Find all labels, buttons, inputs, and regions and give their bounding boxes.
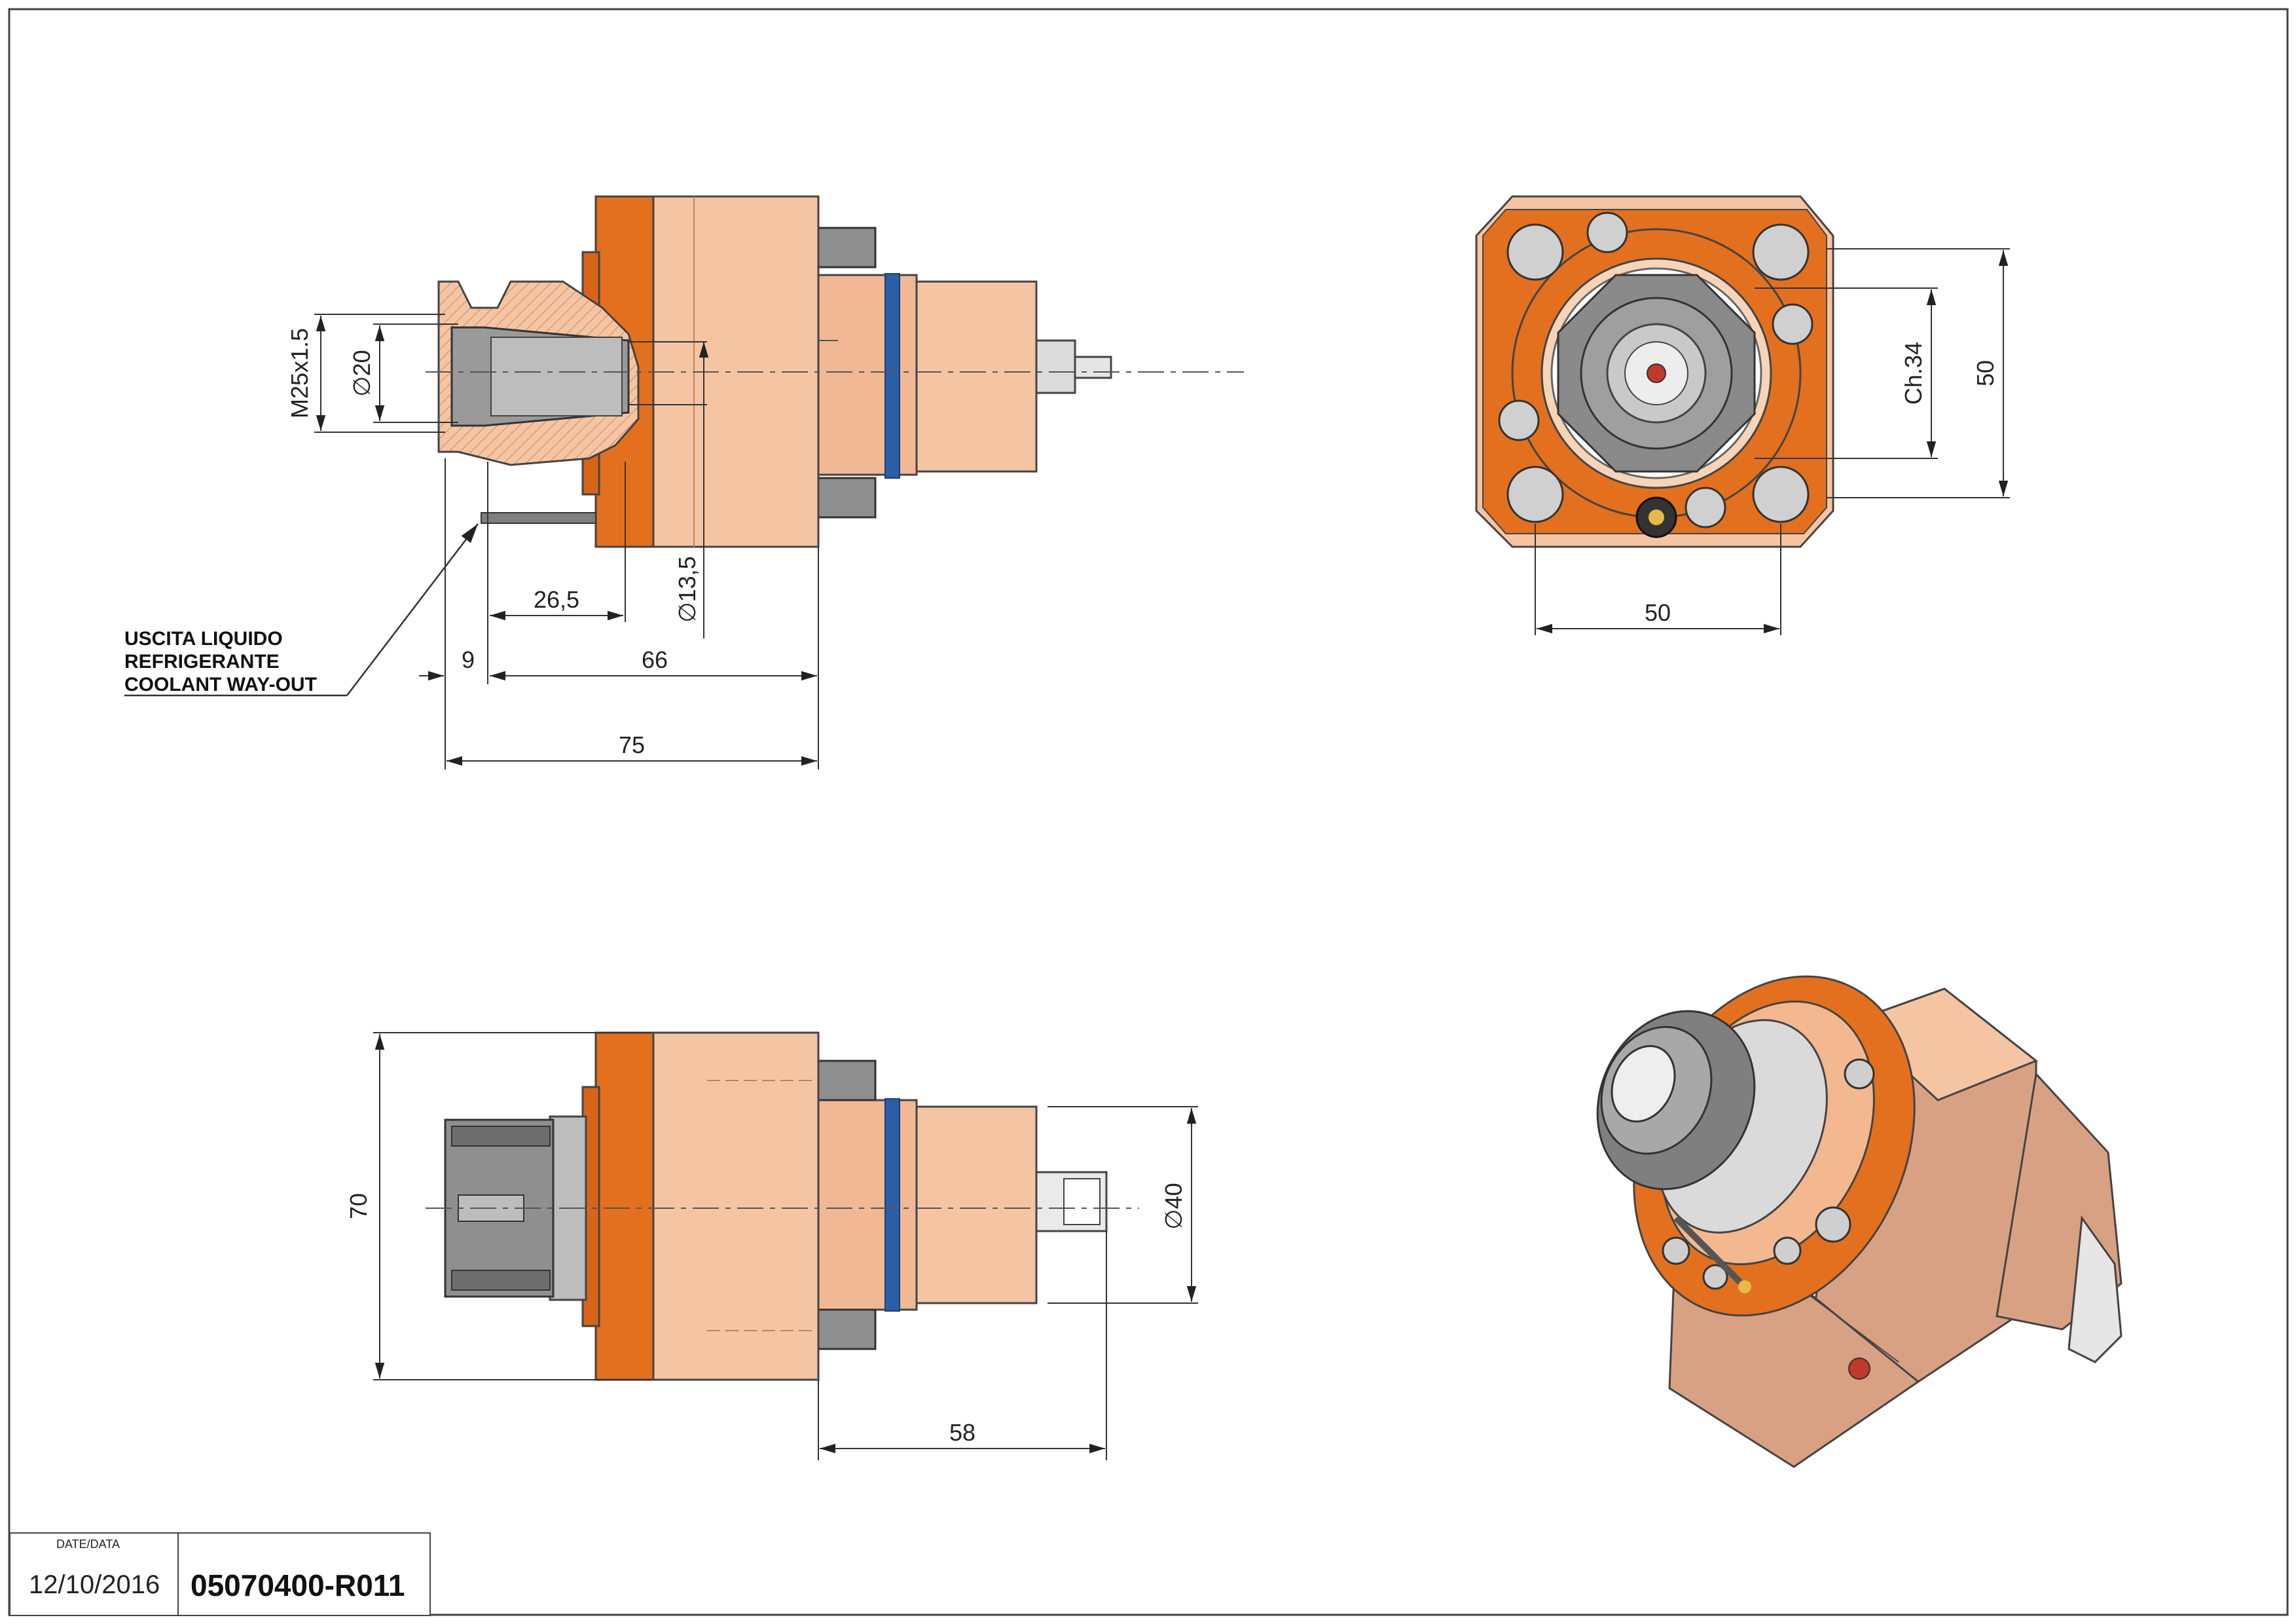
spindle-collar	[817, 274, 918, 476]
dim-front-w50: 50	[1645, 599, 1671, 626]
title-block: DATE/DATA 12/10/2016 05070400-R011	[9, 1532, 431, 1616]
side-view: 70 ∅40 58	[345, 1031, 1198, 1460]
dim-d13-5: ∅13,5	[674, 556, 701, 622]
side-o-ring	[884, 1098, 900, 1312]
coolant-label-en: COOLANT WAY-OUT	[124, 674, 317, 695]
bolt-top	[814, 227, 877, 268]
side-main-body	[650, 1031, 820, 1381]
shaft-rear	[1033, 339, 1076, 394]
dim-66: 66	[642, 646, 668, 673]
dim-26-5: 26,5	[534, 586, 579, 613]
front-view: Ch.34 50 50	[1475, 195, 2010, 635]
dim-9: 9	[462, 646, 475, 673]
dim-d20: ∅20	[348, 350, 375, 396]
top-left-view: M25x1.5 ∅20 ∅13,5 26,5 9 66 75 USCITA LI…	[124, 195, 1244, 769]
dim-front-h50: 50	[1972, 360, 1999, 386]
o-ring	[884, 273, 900, 479]
coolant-leader	[346, 523, 479, 696]
dim-side-58: 58	[949, 1419, 975, 1446]
dim-ch34: Ch.34	[1900, 342, 1927, 405]
collet-inner	[490, 337, 623, 416]
sheet-border	[8, 8, 2289, 1616]
date-label: DATE/DATA	[56, 1538, 120, 1551]
isometric-view	[1596, 975, 2123, 1468]
bolt-bottom	[814, 477, 877, 519]
shaft-tip	[1074, 356, 1112, 379]
coolant-label-it-2: REFRIGERANTE	[124, 651, 280, 673]
front-bolts	[1498, 212, 1813, 528]
dim-side-h70: 70	[345, 1193, 372, 1219]
dim-75: 75	[619, 731, 645, 758]
drawing-code: 05070400-R011	[191, 1568, 405, 1602]
coolant-label-it-1: USCITA LIQUIDO	[124, 628, 283, 650]
coolant-tube	[481, 512, 596, 524]
date-value: 12/10/2016	[29, 1570, 160, 1599]
dim-thread: M25x1.5	[286, 328, 313, 418]
front-center-hole	[1647, 363, 1666, 383]
side-flange	[594, 1031, 655, 1381]
dim-side-d40: ∅40	[1160, 1183, 1187, 1229]
